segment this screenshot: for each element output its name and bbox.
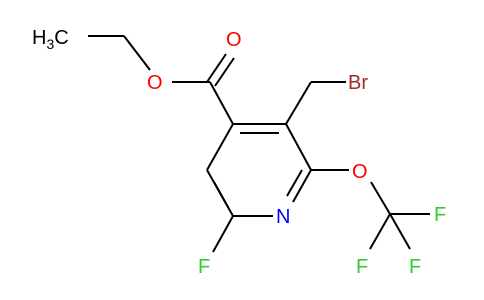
bond-c6-f	[212, 215, 234, 253]
atom-ester-o: O	[147, 72, 163, 94]
atom-n: N	[276, 206, 290, 228]
atom-ring-f: F	[198, 256, 210, 278]
bond-co-double-1	[206, 53, 227, 83]
bond-c3-ch2	[285, 81, 312, 125]
bond-carbonyl-ring	[209, 81, 234, 125]
atom-br: Br	[348, 72, 368, 94]
bond-c5-c4	[206, 123, 234, 171]
atom-f2: F	[409, 256, 421, 278]
atom-methyl: H3C	[32, 27, 69, 52]
bond-c2-n	[292, 169, 312, 203]
atom-ether-o: O	[352, 161, 368, 183]
bond-c6-c5-inner	[213, 181, 229, 208]
bond-cf3-f3	[369, 213, 391, 250]
bond-co-double-2	[214, 57, 235, 87]
atom-f1: F	[434, 204, 446, 226]
bond-c2-n-inner	[286, 169, 303, 197]
atom-carbonyl-o: O	[226, 29, 242, 51]
bond-ch2-o	[123, 35, 151, 71]
bond-c3-c2	[285, 123, 312, 171]
atom-f3: F	[356, 256, 368, 278]
bond-cf3-f2	[389, 213, 411, 250]
bond-o-cf3	[370, 181, 391, 215]
